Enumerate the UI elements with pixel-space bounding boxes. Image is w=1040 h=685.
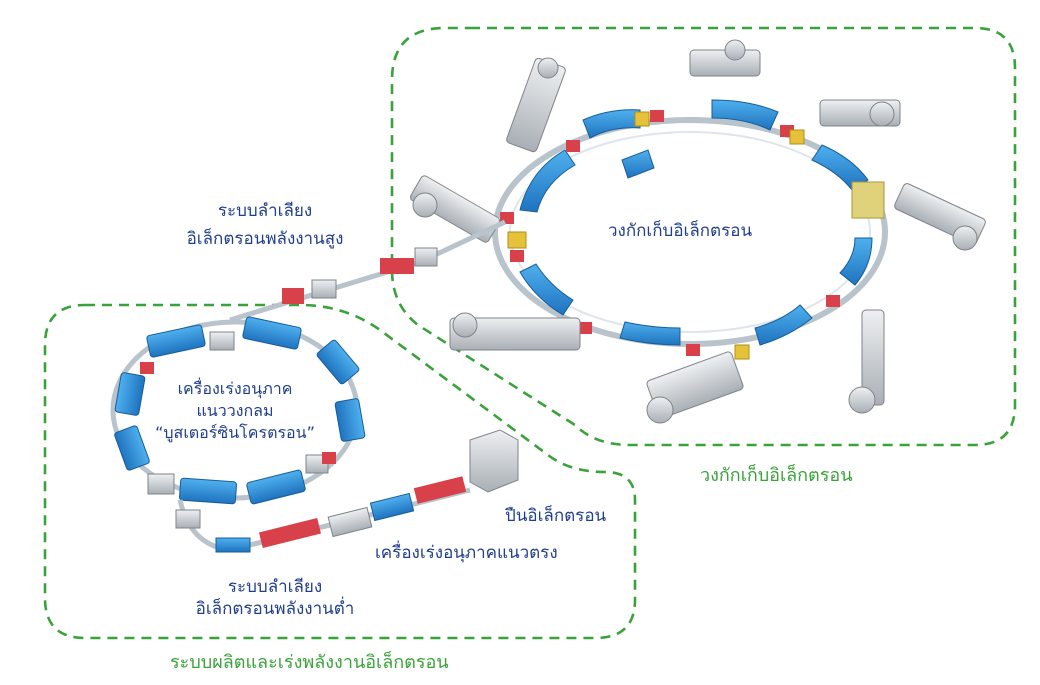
hebt-label-line2: อิเล็กตรอนพลังงานสูง: [186, 229, 344, 249]
storage-ring-inner-label: วงกักเก็บอิเล็กตรอน: [608, 221, 753, 241]
beamline-endstation: [646, 396, 674, 424]
booster-equipment: [209, 331, 235, 351]
quadrupole-magnet: [826, 295, 840, 307]
beamline-endstation: [452, 312, 478, 338]
lebt-magnet: [175, 509, 201, 529]
beamline-equipment: [409, 175, 501, 243]
booster-synchrotron: [110, 316, 366, 505]
lebt-label-line1: ระบบลำเลียง: [227, 577, 323, 597]
linac-section: [258, 517, 322, 549]
dipole-magnet: [519, 263, 574, 316]
booster-dipole: [242, 316, 302, 350]
storage-ring-region-label: วงกักเก็บอิเล็กตรอน: [700, 465, 853, 486]
booster-label: เครื่องเร่งอนุภาค แนววงกลม “บูสเตอร์ซินโ…: [135, 378, 335, 444]
booster-dipole: [334, 398, 366, 442]
hebt-magnet: [380, 258, 414, 274]
rf-cavity: [851, 181, 885, 219]
linac-section: [327, 506, 373, 538]
booster-equipment: [147, 473, 175, 495]
dipole-magnet: [839, 237, 873, 286]
dipole-magnet: [621, 149, 655, 179]
hebt-label-line1: ระบบลำเลียง: [217, 201, 313, 221]
hebt-label: ระบบลำเลียง อิเล็กตรอนพลังงานสูง: [170, 200, 360, 250]
dipole-magnet: [519, 149, 576, 213]
injector-region-outline: [43, 303, 637, 640]
injector-region-label: ระบบผลิตและเร่งพลังงานอิเล็กตรอน: [170, 652, 449, 673]
booster-label-line1: เครื่องเร่งอนุภาค: [177, 379, 293, 398]
quadrupole-magnet: [510, 250, 524, 262]
storage-ring: [492, 99, 888, 360]
booster-dipole: [114, 425, 150, 471]
linac-label: เครื่องเร่งอนุภาคแนวตรง: [375, 543, 558, 563]
linac-section: [369, 492, 415, 522]
quadrupole-magnet: [578, 322, 592, 334]
linac-and-low-energy-line: [175, 429, 519, 553]
lebt-label: ระบบลำเลียง อิเล็กตรอนพลังงานต่ำ: [185, 576, 365, 620]
booster-dipole: [246, 469, 306, 505]
beamline-equipment: [449, 317, 581, 351]
rf-cavity: [634, 111, 650, 127]
dipole-magnet: [754, 304, 813, 346]
quadrupole-magnet: [686, 344, 700, 356]
high-energy-transport-line: [229, 219, 507, 323]
beamlines: [409, 39, 986, 424]
booster-dipole: [179, 477, 237, 505]
quadrupole-magnet: [650, 110, 664, 122]
booster-dipole: [114, 372, 146, 416]
rf-cavity: [789, 129, 805, 145]
beamline-endstation: [412, 192, 438, 218]
linac-section: [413, 476, 467, 504]
beamline-endstation: [848, 386, 876, 414]
quadrupole-magnet: [566, 140, 580, 152]
dipole-magnet: [582, 109, 641, 139]
beamline-endstation: [724, 39, 746, 61]
rf-cavity: [734, 344, 750, 360]
booster-quadrupole: [322, 452, 336, 464]
beamline-equipment: [689, 49, 761, 77]
booster-dipole: [316, 339, 360, 385]
hebt-magnet: [311, 279, 337, 299]
lebt-magnet: [215, 537, 251, 553]
electron-gun-label: ปืนอิเล็กตรอน: [505, 506, 607, 526]
dipole-magnet: [619, 321, 681, 346]
booster-label-line3: “บูสเตอร์ซินโครตรอน”: [155, 423, 315, 442]
booster-quadrupole: [140, 362, 154, 374]
electron-gun-box: [469, 429, 519, 493]
booster-label-line2: แนววงกลม: [196, 401, 274, 420]
beamline-endstation: [537, 57, 559, 79]
storage-ring-region-outline: [390, 26, 1017, 447]
beamline-endstation: [952, 225, 978, 251]
rf-cavity: [507, 231, 527, 249]
booster-dipole: [146, 324, 206, 358]
hebt-magnet: [414, 247, 438, 267]
dipole-magnet: [711, 99, 779, 131]
beamline-endstation: [869, 101, 895, 127]
lebt-label-line2: อิเล็กตรอนพลังงานต่ำ: [195, 599, 355, 619]
hebt-magnet: [282, 288, 304, 304]
